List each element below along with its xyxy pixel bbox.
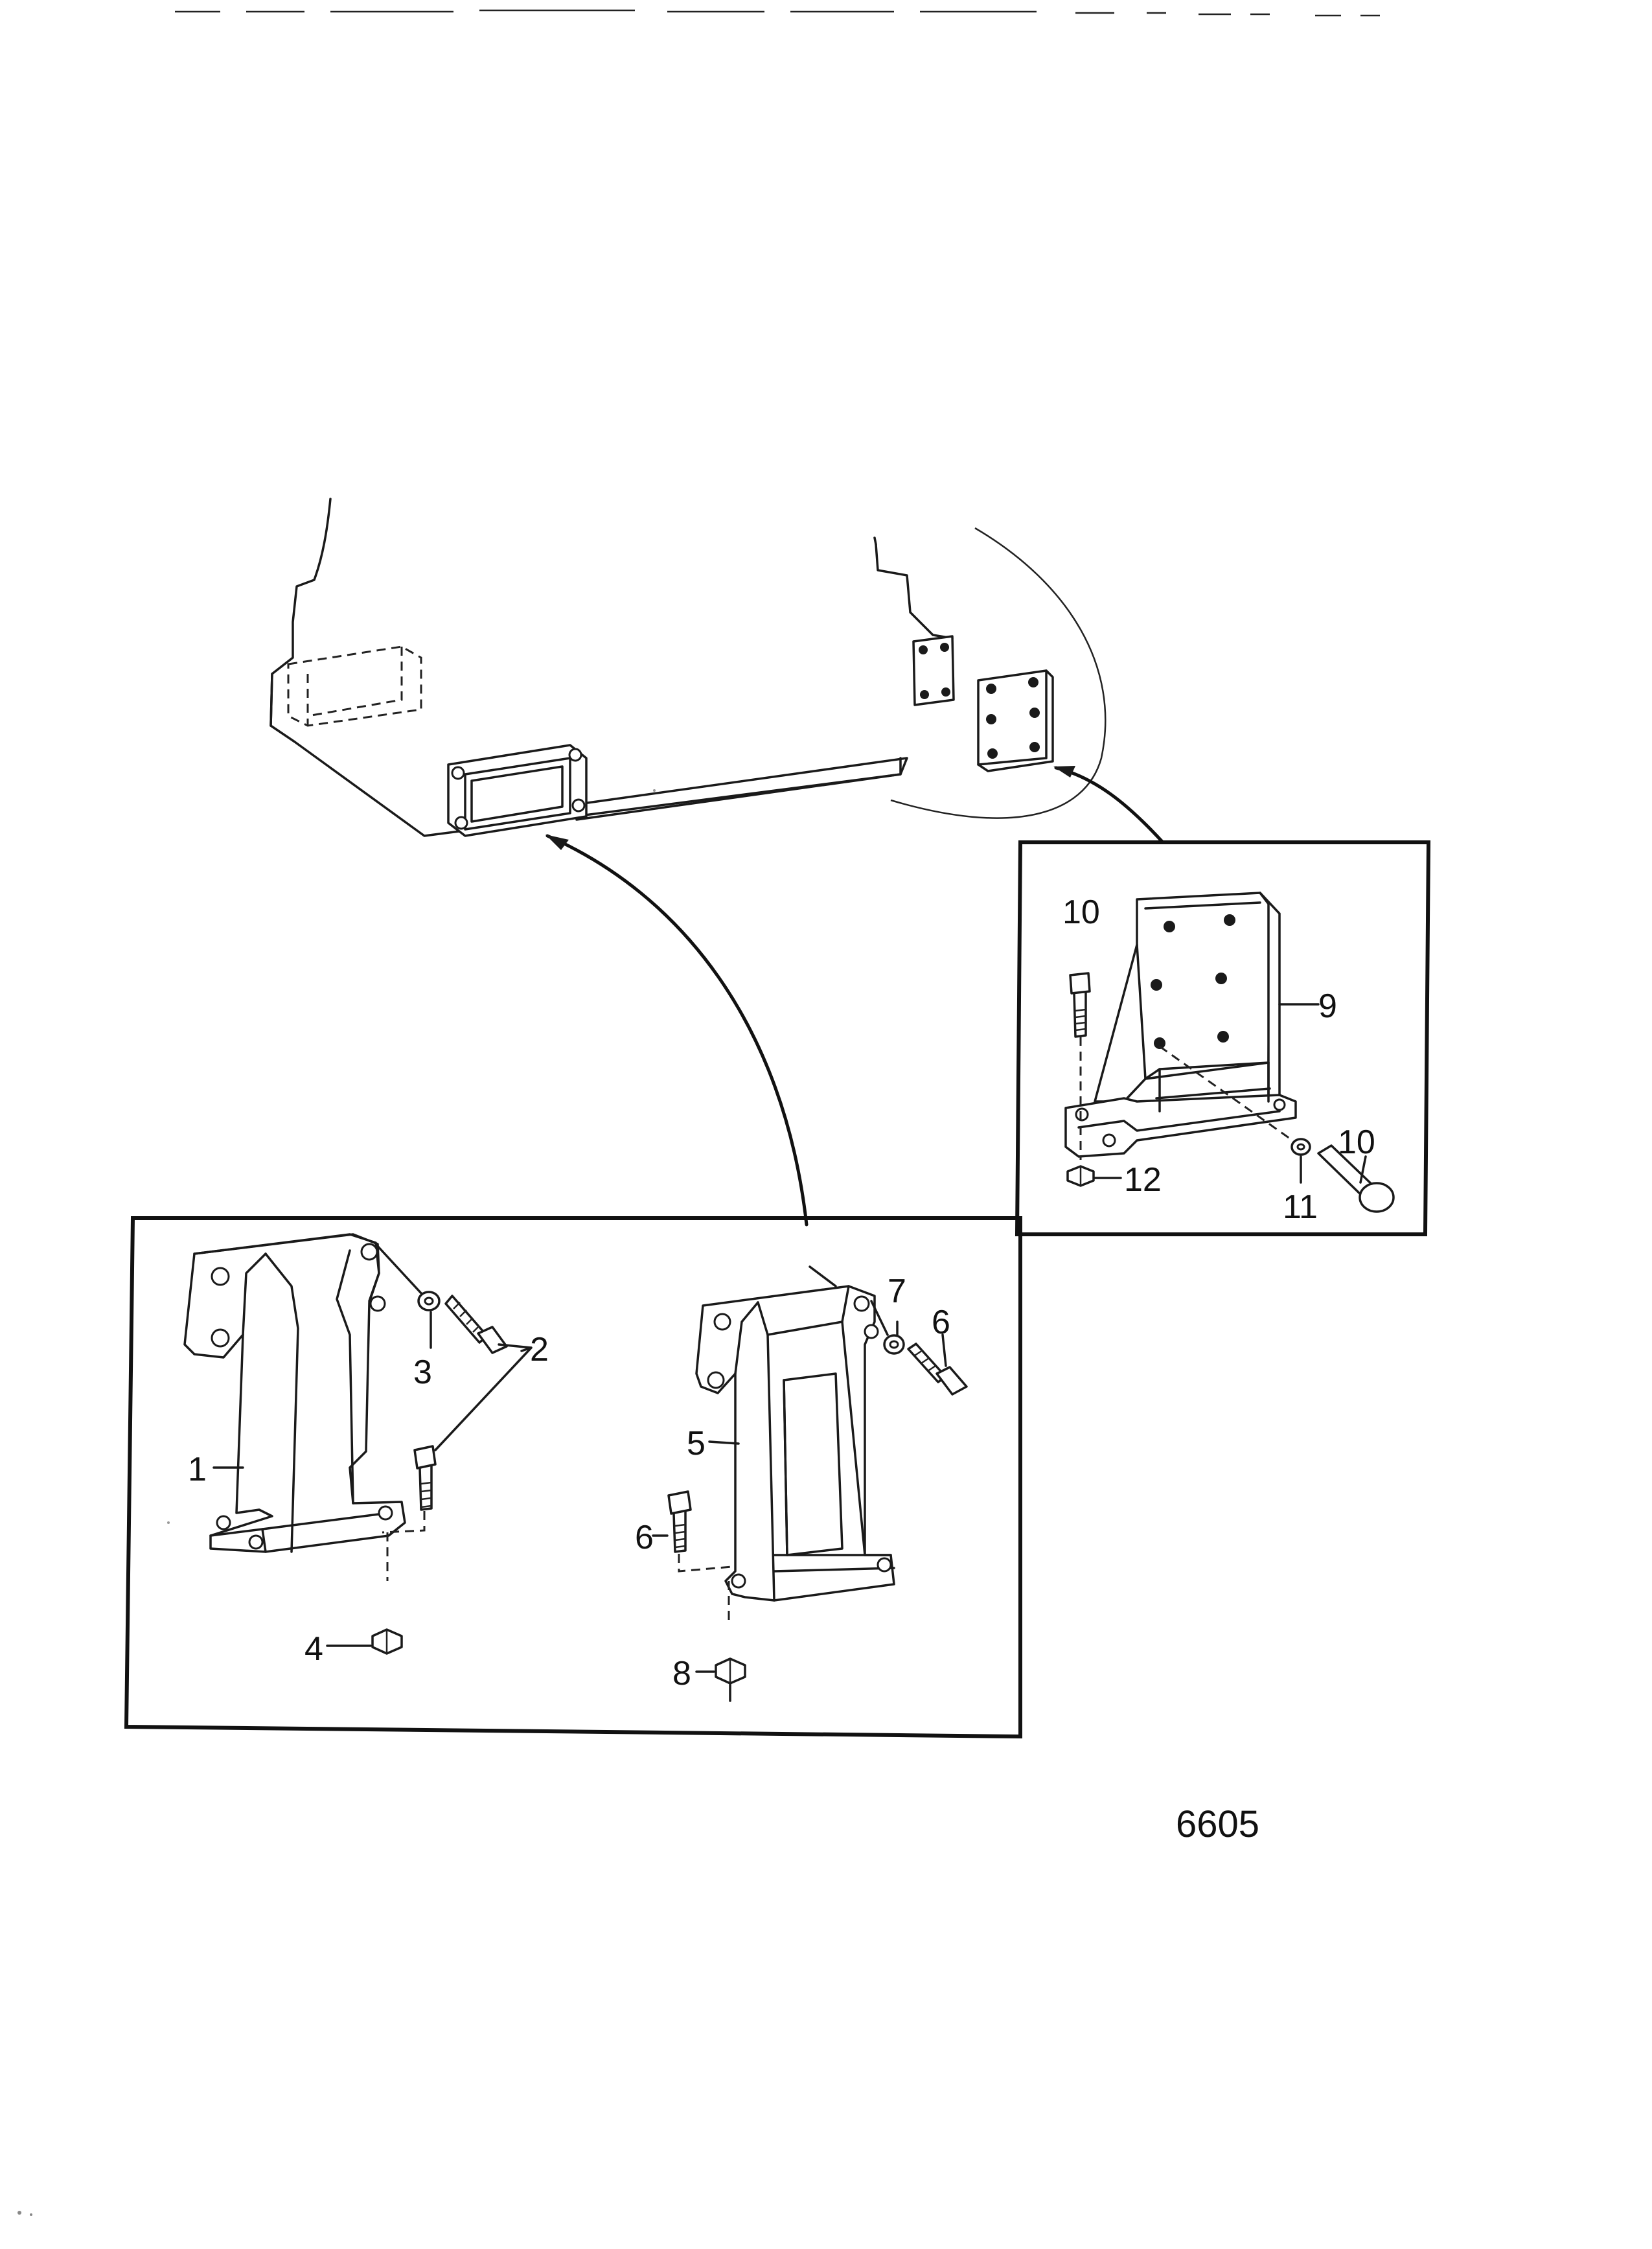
reference-number: 6605 (1176, 1803, 1259, 1845)
nut-8 (695, 1657, 746, 1702)
bolt-2-vertical (382, 1445, 437, 1581)
callout-labels: 1 2 3 4 5 6 6 7 8 9 10 10 11 12 (188, 894, 1375, 1692)
callout-label-8: 8 (672, 1655, 691, 1692)
washer-11 (1159, 1045, 1311, 1184)
callout-label-12: 12 (1124, 1161, 1162, 1199)
rear-mounting-bracket (1064, 892, 1297, 1158)
bolt-vertical (1069, 972, 1091, 1160)
callout-label-10a: 10 (1062, 894, 1100, 931)
callout-label-4: 4 (304, 1630, 323, 1668)
engine-rear-mounting-pad (977, 669, 1054, 772)
engine-block (270, 498, 1107, 837)
callout-label-3: 3 (413, 1354, 432, 1391)
engine-front-mounting-pad (447, 744, 588, 837)
bolt-2-angled (374, 1243, 508, 1354)
nut-4 (326, 1628, 403, 1655)
front-mounting-bracket-1 (183, 1233, 406, 1553)
detail-frame-rear-bracket (1015, 840, 1431, 1236)
callout-label-10b: 10 (1338, 1124, 1375, 1161)
scan-edge-marks (175, 9, 1380, 17)
leader-arrows (545, 766, 1165, 1227)
callout-label-11: 11 (1283, 1188, 1318, 1226)
callout-label-5: 5 (687, 1425, 706, 1462)
front-mounting-bracket-5 (695, 1265, 895, 1602)
scan-specks (17, 789, 656, 2216)
callout-label-7: 7 (888, 1273, 906, 1310)
callout-label-2: 2 (530, 1331, 549, 1368)
callout-label-6a: 6 (635, 1519, 654, 1556)
detail-frame-front-brackets (124, 1216, 1022, 1739)
callout-label-1: 1 (188, 1451, 207, 1488)
nut-12 (1066, 1165, 1122, 1187)
bolt-6-angled (870, 1300, 968, 1396)
callout-label-9: 9 (1318, 987, 1337, 1025)
bolt-6-vertical (652, 1490, 733, 1620)
callout-label-6b: 6 (932, 1304, 950, 1341)
long-bolt (1317, 1144, 1395, 1213)
